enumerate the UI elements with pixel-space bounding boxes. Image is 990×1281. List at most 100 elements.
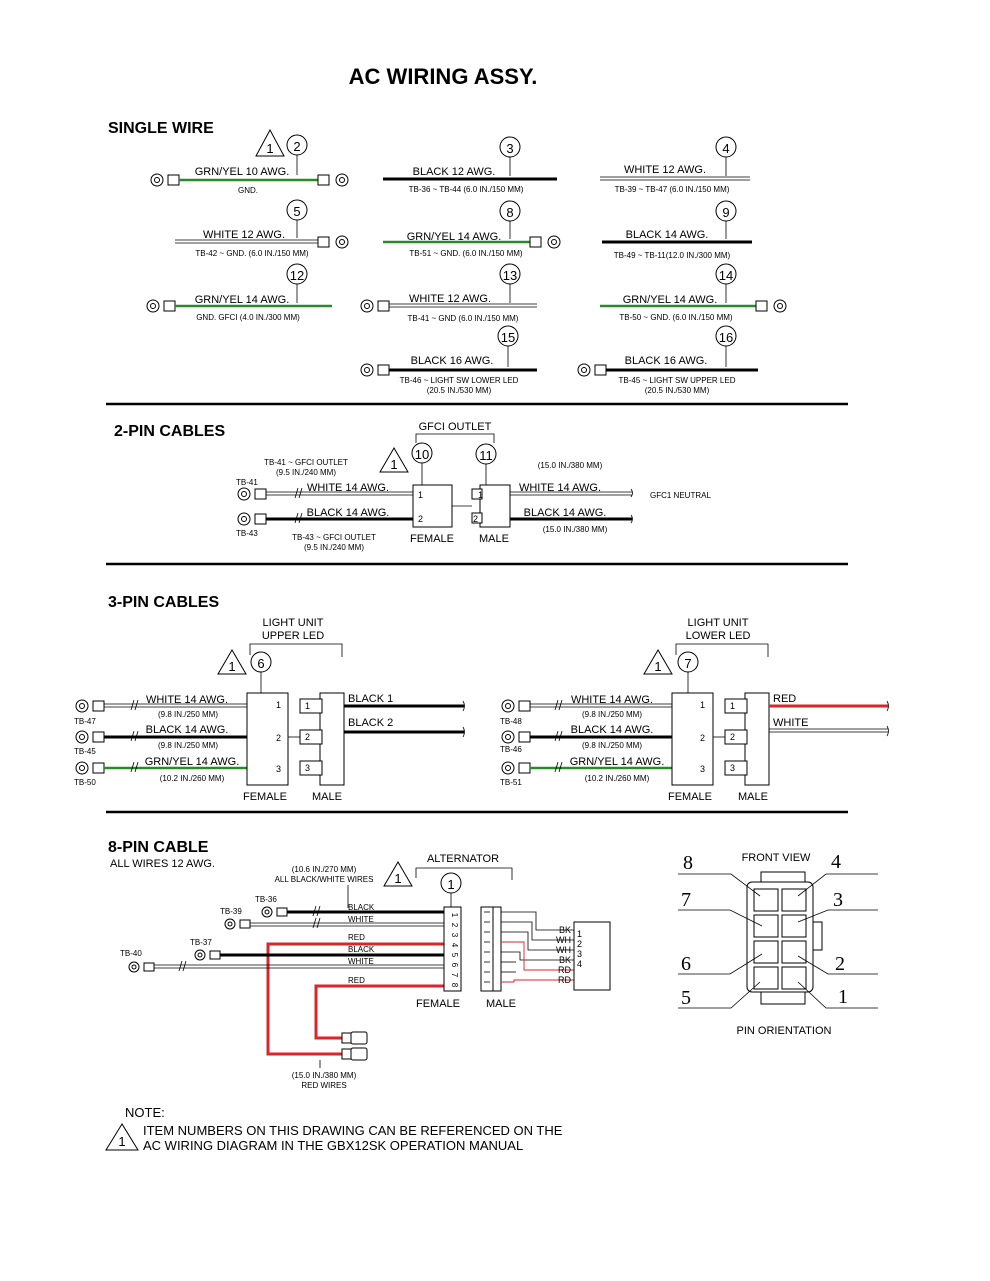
single-wire-header: SINGLE WIRE: [108, 120, 214, 137]
wire-label: RED: [773, 693, 796, 705]
note-marker-icon: [105, 1123, 139, 1151]
three-pin-lower: LIGHT UNIT LOWER LED 1 7 WHITE 14 AWG. (…: [500, 617, 889, 803]
pin-number: 2: [450, 923, 459, 928]
plug-connector: [573, 921, 611, 991]
plug-pin-number: 1: [577, 929, 582, 939]
note-text: ITEM NUMBERS ON THIS DRAWING CAN BE REFE…: [143, 1123, 563, 1138]
single-wire-item-4: 4 WHITE 12 AWG. TB-39 ~ TB-47 (6.0 IN./1…: [600, 136, 750, 194]
neutral-label: GFC1 NEUTRAL: [650, 491, 711, 500]
male-label: MALE: [479, 533, 509, 545]
two-pin-header: 2-PIN CABLES: [114, 423, 225, 440]
wire-label: GRN/YEL 14 AWG.: [623, 294, 718, 306]
note-marker-num: 1: [118, 1134, 125, 1149]
wire-label: BLACK 1: [348, 693, 393, 705]
terminal-label: TB-37: [190, 938, 212, 947]
note-marker-num: 1: [394, 871, 401, 886]
pin-number: 4: [831, 851, 841, 873]
pin-number: 2: [305, 732, 310, 742]
wire-spec: TB-36 ~ TB-44 (6.0 IN./150 MM): [409, 185, 524, 194]
pin-number: 5: [450, 953, 459, 958]
pin-number: 2: [418, 514, 423, 524]
three-pin-header: 3-PIN CABLES: [108, 594, 219, 611]
wire-spec: TB-51 ~ GND. (6.0 IN./150 MM): [409, 249, 522, 258]
note-marker-icon: [379, 447, 409, 473]
note-marker-num: 1: [654, 659, 661, 674]
wire-label: BLACK 16 AWG.: [411, 355, 494, 367]
note-marker-icon: [383, 861, 413, 887]
item-number: 16: [719, 330, 733, 345]
wire-label: RED: [348, 933, 365, 942]
three-pin-upper: LIGHT UNIT UPPER LED 1 6 WHITE 14 AWG. (…: [74, 617, 465, 803]
wire-spec: GND.: [238, 186, 258, 195]
female-label: FEMALE: [668, 791, 712, 803]
eight-pin-header: 8-PIN CABLE: [108, 839, 209, 856]
wire-label: GRN/YEL 10 AWG.: [195, 166, 290, 178]
pin-number: 2: [835, 953, 845, 975]
item-number: 14: [719, 268, 733, 283]
pin-number: 7: [681, 889, 691, 911]
pin-number: 7: [450, 973, 459, 978]
terminal-label: TB-36: [255, 895, 277, 904]
pin-number: 6: [450, 963, 459, 968]
wire-label: BLACK 14 AWG.: [571, 724, 654, 736]
wire-spec: TB-41 ~ GND (6.0 IN./150 MM): [408, 314, 519, 323]
pin-number: 8: [683, 852, 693, 874]
wire-label: WHITE 14 AWG.: [307, 482, 389, 494]
eight-pin-subtitle: ALL WIRES 12 AWG.: [110, 858, 215, 870]
two-pin-diagram: GFCI OUTLET 1 10 11 TB-41 ~ GFCI OUTLET …: [236, 421, 711, 552]
item-number: 9: [722, 205, 729, 220]
wire-label: GRN/YEL 14 AWG.: [195, 294, 290, 306]
length-label: (9.5 IN./240 MM): [276, 468, 336, 477]
note-marker-num: 1: [266, 141, 273, 156]
item-number: 10: [415, 447, 429, 462]
plug-code: RD: [558, 965, 571, 975]
wire-spec: GND. GFCI (4.0 IN./300 MM): [196, 313, 300, 322]
terminal-label: TB-46: [500, 745, 522, 754]
pin-number: 1: [730, 701, 735, 711]
wire-label: BLACK: [348, 903, 375, 912]
wire-spec: TB-42 ~ GND. (6.0 IN./150 MM): [195, 249, 308, 258]
terminal-label: TB-41: [236, 478, 258, 487]
male-label: MALE: [312, 791, 342, 803]
length-label: (9.8 IN./250 MM): [582, 741, 642, 750]
plug-code: BK: [559, 925, 571, 935]
pin-number: 8: [450, 983, 459, 988]
female-label: FEMALE: [410, 533, 454, 545]
pin-number: 2: [700, 733, 705, 743]
item-number: 1: [447, 877, 454, 892]
alternator-label: ALTERNATOR: [427, 853, 499, 865]
wire-label: GRN/YEL 14 AWG.: [570, 756, 665, 768]
wire-spec: TB-45 ~ LIGHT SW UPPER LED: [619, 376, 736, 385]
pin-number: 3: [276, 764, 281, 774]
pin-number: 3: [305, 763, 310, 773]
item-number: 8: [506, 205, 513, 220]
terminal-label: TB-43: [236, 529, 258, 538]
pin-number: 1: [418, 490, 423, 500]
wire-label: RED: [348, 976, 365, 985]
wire-spec: TB-39 ~ TB-47 (6.0 IN./150 MM): [615, 185, 730, 194]
item-number: 6: [257, 656, 264, 671]
front-view-label: FRONT VIEW: [742, 852, 811, 864]
length-label: (10.6 IN./270 MM): [292, 865, 357, 874]
terminal-label: TB-40: [120, 949, 142, 958]
item-number: 13: [503, 268, 517, 283]
length-label: (15.0 IN./380 MM): [543, 525, 608, 534]
single-wire-item-14: 14 GRN/YEL 14 AWG. TB-50 ~ GND. (6.0 IN.…: [600, 263, 787, 322]
pin-number: 2: [730, 732, 735, 742]
terminal-label: TB-50: [74, 778, 96, 787]
single-wire-item-3: 3 BLACK 12 AWG. TB-36 ~ TB-44 (6.0 IN./1…: [383, 136, 557, 194]
note-block: NOTE: 1 ITEM NUMBERS ON THIS DRAWING CAN…: [105, 1105, 563, 1153]
male-label: MALE: [486, 998, 516, 1010]
pin-number: 3: [730, 763, 735, 773]
wire-spec-length: (20.5 IN./530 MM): [427, 386, 492, 395]
wire-label: GRN/YEL 14 AWG.: [145, 756, 240, 768]
wire-spec: TB-46 ~ LIGHT SW LOWER LED: [400, 376, 519, 385]
plug-code: WH: [556, 935, 571, 945]
item-number: 4: [722, 141, 729, 156]
length-label: (15.0 IN./380 MM): [292, 1071, 357, 1080]
pin-number: 1: [838, 986, 848, 1008]
pin-number: 4: [450, 943, 459, 948]
single-wire-item-15: 15 BLACK 16 AWG. TB-46 ~ LIGHT SW LOWER …: [360, 325, 537, 395]
length-label: (9.8 IN./250 MM): [158, 741, 218, 750]
